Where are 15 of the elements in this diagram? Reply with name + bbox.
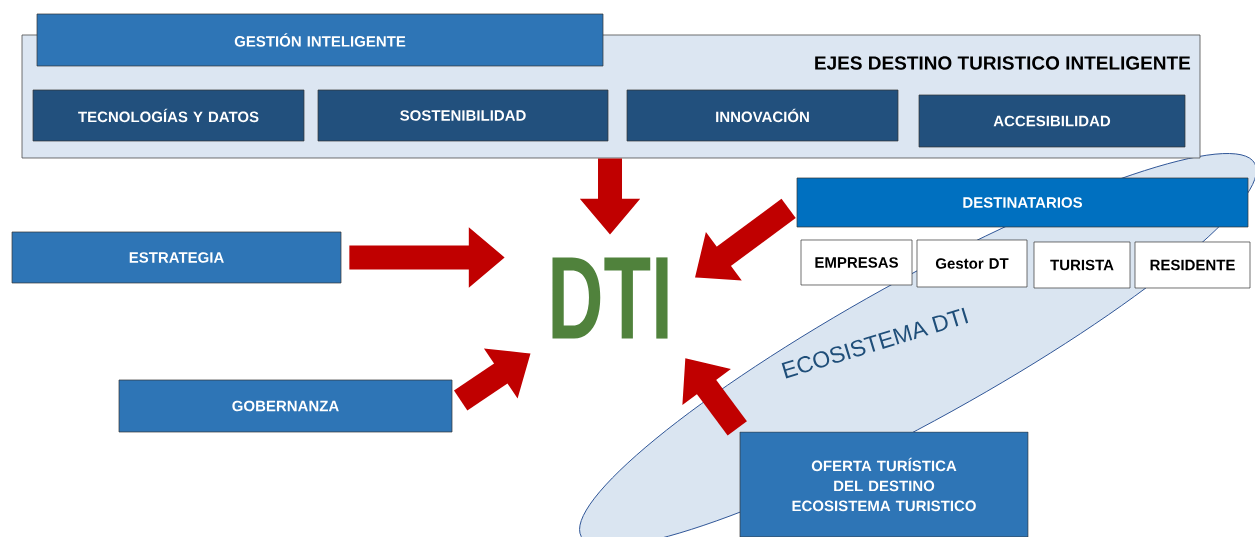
recipients-box: DESTINATARIOS — [796, 177, 1249, 228]
axis-box: TECNOLOGÍAS Y DATOS — [32, 89, 305, 142]
recipient-box: Gestor DT — [916, 239, 1028, 288]
axis-box: ACCESIBILIDAD — [918, 94, 1186, 148]
dti-title: DTI — [552, 257, 668, 339]
recipient-box: TURISTA — [1033, 241, 1131, 289]
offer-box: OFERTA TURÍSTICA DEL DESTINO ECOSISTEMA TURISTICO — [739, 431, 1029, 537]
axis-box: INNOVACIÓN — [626, 89, 899, 142]
strategy-box: GESTIÓN INTELIGENTE — [36, 13, 604, 67]
recipient-box: RESIDENTE — [1134, 241, 1251, 289]
strategy-box: ESTRATEGIA — [11, 231, 342, 284]
panel-heading: EJES DESTINO TURISTICO INTELIGENTE — [815, 56, 1191, 70]
recipient-box: EMPRESAS — [800, 239, 913, 286]
axis-box: SOSTENIBILIDAD — [317, 89, 609, 142]
strategy-box: GOBERNANZA — [118, 379, 453, 433]
